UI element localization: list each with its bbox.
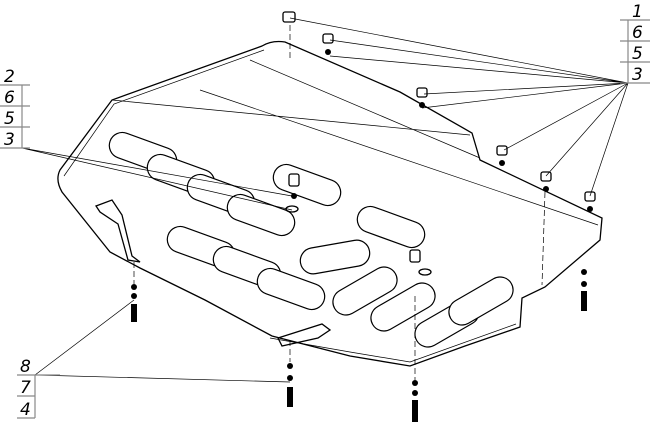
ventilation-slots: [108, 131, 514, 348]
leader-lines: [21, 17, 629, 383]
part-number-label: 3: [632, 65, 643, 85]
top-fasteners: [282, 11, 596, 286]
part-number-label: 5: [4, 109, 15, 129]
skid-plate-outline: [57, 40, 603, 367]
part-number-label: 7: [20, 378, 31, 398]
part-number-label: 6: [632, 23, 643, 43]
callout-top-right: 1 6 5 3: [620, 2, 650, 85]
callout-bottom-left: 8 7 4: [17, 357, 60, 420]
plate-bend-line: [111, 59, 599, 226]
bottom-bolts: [131, 262, 587, 422]
part-number-label: 1: [632, 2, 643, 22]
part-number-label: 5: [632, 44, 643, 64]
bottom-bracket: [277, 323, 332, 347]
callout-left: 2 6 5 3: [0, 67, 30, 150]
part-number-label: 2: [4, 67, 15, 87]
part-number-label: 4: [20, 400, 31, 420]
left-bracket: [95, 199, 141, 263]
part-number-label: 3: [4, 130, 15, 150]
plate-inner-edge: [63, 49, 517, 363]
part-number-label: 8: [20, 357, 31, 377]
part-number-label: 6: [4, 88, 15, 108]
